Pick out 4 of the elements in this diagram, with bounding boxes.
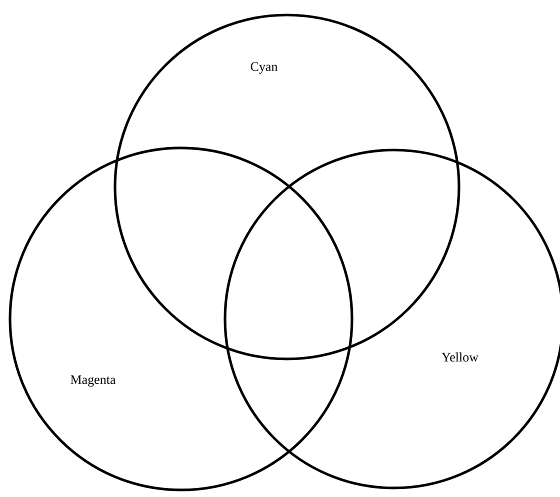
- circle-label: Yellow: [442, 352, 478, 362]
- circle-label: Cyan: [250, 62, 278, 74]
- circle-label: Magenta: [70, 375, 116, 387]
- circle: [8, 146, 354, 492]
